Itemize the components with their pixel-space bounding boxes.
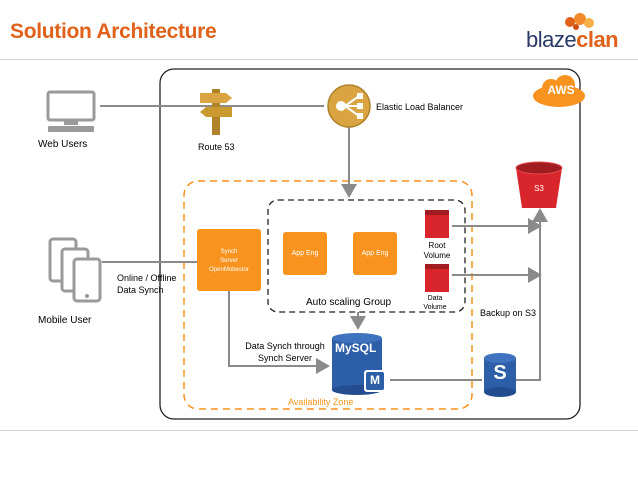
load-balancer-icon [327,84,371,128]
web-users-label: Web Users [38,139,88,150]
route53-signpost-icon [200,89,232,135]
online-offline-line1: Online / Offline [117,273,177,283]
sync-server-line3: OpenMobestor [209,267,249,273]
backup-to-s3-arrow [516,208,548,381]
s3-label: S3 [534,184,544,193]
app-engine-box-1: App Eng [283,232,327,275]
backup-storage-icon [484,353,516,397]
brand-part-1: blaze [526,27,577,52]
brand-part-2: clan [576,27,619,52]
mobile-devices-icon [48,237,102,303]
data-synch-through-line2: Synch Server [257,353,313,363]
sync-server-box: Synch Server OpenMobestor [197,229,261,291]
data-volume-line1: Data [427,295,443,302]
root-volume-icon [425,210,449,238]
backup-on-s3-label: Backup on S3 [480,308,537,318]
app-engine-box-2: App Eng [353,232,397,275]
auto-scaling-group-label: Auto scaling Group [306,297,392,308]
route53-label: Route 53 [198,142,235,152]
aws-cloud-icon [533,75,585,107]
root-volume-label: Root Volume [416,241,458,261]
s3-bucket-icon [515,161,563,208]
aws-cloud-container [159,68,581,420]
root-volume-line2: Volume [423,251,451,260]
header-divider [0,59,638,60]
logo-mark-icon [565,13,594,30]
mysql-database-icon [332,333,386,395]
elb-label: Elastic Load Balancer [376,102,464,112]
mysql-label: MySQL [335,341,377,355]
page-title: Solution Architecture [10,20,217,43]
sync-server-line1: Synch [220,249,238,255]
brand-text: blazeclan [526,27,619,53]
data-volume-icon [425,264,449,292]
footer-divider [0,430,638,431]
aws-label: AWS [547,83,575,97]
data-synch-through-label: Data Synch through Synch Server [240,340,330,364]
desktop-computer-icon [46,90,96,132]
data-synch-through-line1: Data Synch through [245,341,325,351]
blazeclan-logo: blazeclan [518,12,633,52]
backup-s-label: S [493,362,507,384]
sync-to-mysql-arrow [228,290,330,374]
sync-server-line2: Server [220,258,238,264]
online-offline-line2: Data Synch [117,285,164,295]
mysql-m-label: M [370,373,380,387]
availability-zone-label: Availability Zone [288,397,354,407]
root-volume-line1: Root [428,241,446,250]
mobile-user-label: Mobile User [38,315,92,326]
data-volume-line2: Volume [423,304,447,311]
online-offline-label: Online / Offline Data Synch [117,272,176,296]
data-volume-label: Data Volume [414,294,456,312]
